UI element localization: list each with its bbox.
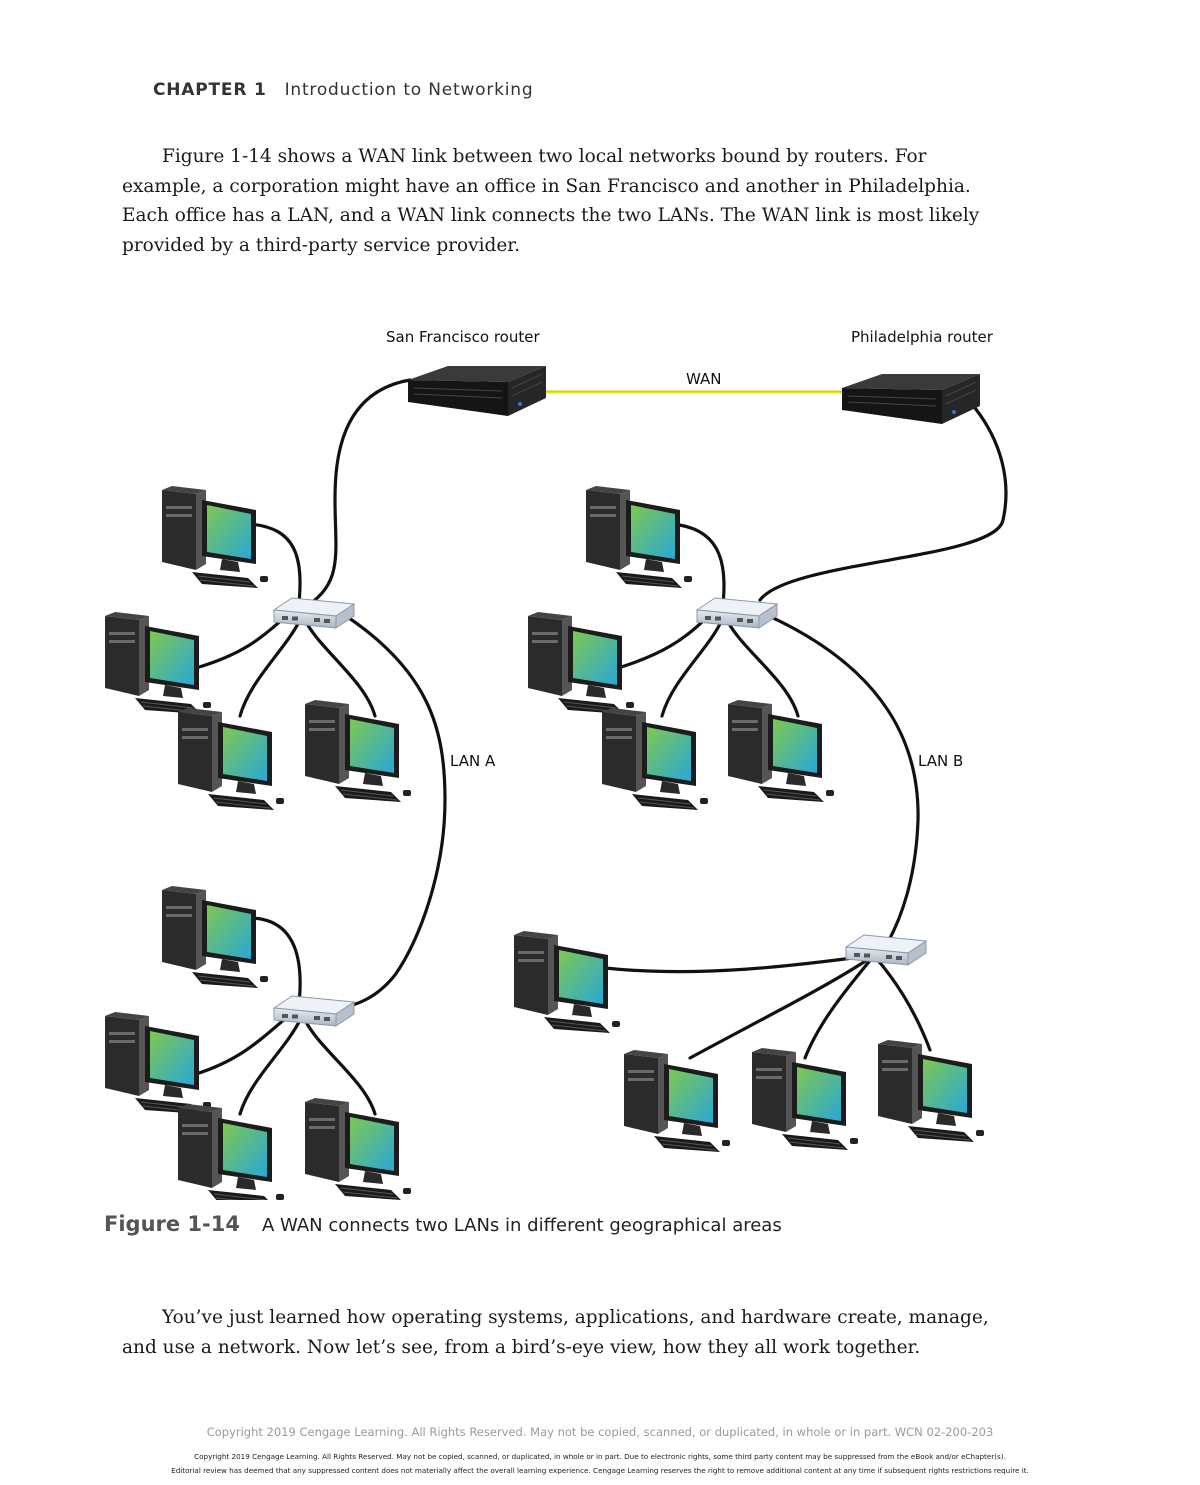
network-cables: [194, 378, 1008, 1116]
computer-icon: [527, 611, 635, 715]
computer-icon: [727, 699, 835, 803]
lan-a-switch-1-icon: [273, 597, 355, 629]
sf-router-icon: [407, 365, 547, 417]
computer-icon: [177, 1103, 285, 1200]
chapter-title: Introduction to Networking: [284, 80, 534, 100]
figure-caption: Figure 1-14 A WAN connects two LANs in di…: [104, 1212, 782, 1236]
copyright-line: Copyright 2019 Cengage Learning. All Rig…: [206, 1425, 994, 1439]
computer-icon: [104, 611, 212, 715]
phl-router-icon: [841, 373, 981, 425]
figure-number: Figure 1-14: [104, 1212, 240, 1236]
sf-router-label: San Francisco router: [386, 328, 540, 346]
wan-lan-diagram: San Francisco router Philadelphia router…: [104, 328, 1008, 1200]
computer-icon: [304, 1097, 412, 1200]
closing-paragraph: You’ve just learned how operating system…: [122, 1303, 1002, 1362]
intro-paragraph: Figure 1-14 shows a WAN link between two…: [122, 142, 1002, 260]
intro-paragraph-text: Figure 1-14 shows a WAN link between two…: [122, 146, 980, 256]
wan-label: WAN: [686, 370, 722, 388]
computer-icon: [585, 485, 693, 589]
phl-router-label: Philadelphia router: [851, 328, 994, 346]
computer-icon: [601, 707, 709, 811]
rights-notice-line-1: Copyright 2019 Cengage Learning. All Rig…: [194, 1452, 1006, 1461]
lan-b-switch-2-icon: [845, 934, 927, 966]
lan-b-switch-1-icon: [696, 597, 778, 629]
computer-icon: [751, 1047, 859, 1151]
computer-icon: [161, 885, 269, 989]
computer-icon: [304, 699, 412, 803]
computer-icon: [161, 485, 269, 589]
lan-b-label: LAN B: [918, 752, 963, 770]
computer-icon: [104, 1011, 212, 1115]
computer-icon: [877, 1039, 985, 1143]
rights-notice-line-2: Editorial review has deemed that any sup…: [171, 1466, 1029, 1475]
running-header: CHAPTER 1 Introduction to Networking: [153, 80, 533, 100]
chapter-number: CHAPTER 1: [153, 80, 267, 100]
computer-icon: [177, 707, 285, 811]
closing-paragraph-text: You’ve just learned how operating system…: [122, 1307, 989, 1358]
computer-icon: [513, 930, 621, 1034]
lan-a-label: LAN A: [450, 752, 496, 770]
figure-caption-text: A WAN connects two LANs in different geo…: [262, 1215, 782, 1236]
lan-a-switch-2-icon: [273, 995, 355, 1027]
computer-icon: [623, 1049, 731, 1153]
